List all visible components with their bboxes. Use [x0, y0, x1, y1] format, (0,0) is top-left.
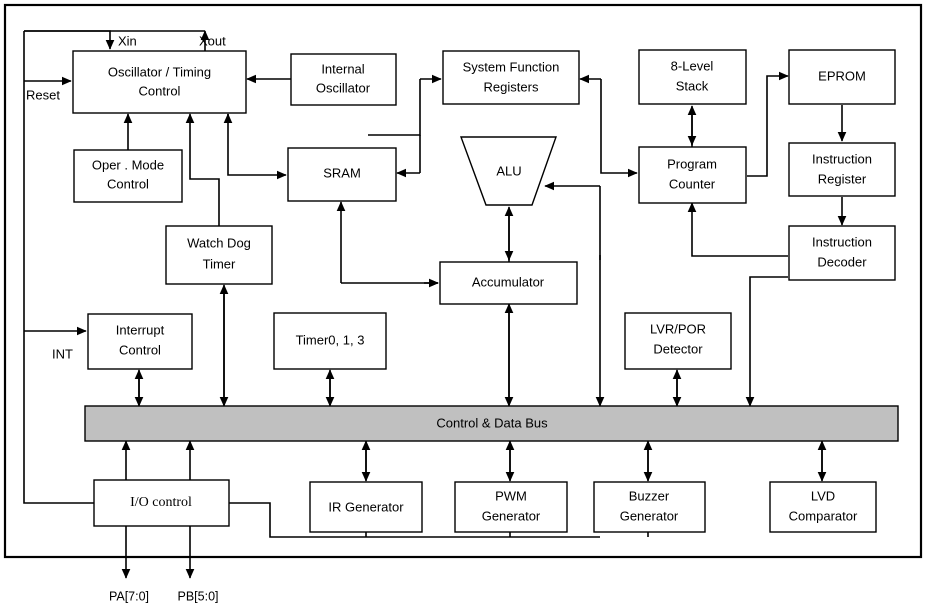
wire-decoder-to-pc	[687, 202, 788, 257]
block-8-level-stack-label-line2: Stack	[676, 78, 709, 93]
block-timer013[interactable]: Timer0, 1, 3	[273, 312, 387, 370]
block-internal-oscillator-label-line2: Oscillator	[316, 80, 371, 95]
block-8-level-stack[interactable]: 8-Level Stack	[638, 49, 747, 105]
block-lvd-comparator-rect[interactable]	[769, 481, 877, 533]
block-instruction-decoder-label-line2: Decoder	[817, 254, 867, 269]
block-interrupt-control[interactable]: Interrupt Control	[87, 313, 193, 370]
block-sram[interactable]: SRAM	[287, 147, 397, 202]
block-alu-shape[interactable]	[459, 136, 557, 206]
block-interrupt-control-rect[interactable]	[87, 313, 193, 370]
block-buzzer-generator-label-line1: Buzzer	[629, 488, 670, 503]
block-io-control-rect[interactable]	[93, 479, 230, 527]
signal-label-int: INT	[52, 346, 73, 361]
block-oper-mode-label-line1: Oper . Mode	[92, 157, 164, 172]
block-watchdog-label-line2: Timer	[203, 256, 236, 271]
block-pwm-generator-rect[interactable]	[454, 481, 568, 533]
wire-xin	[24, 30, 115, 50]
block-oper-mode[interactable]: Oper . Mode Control	[73, 149, 183, 203]
block-oper-mode-rect[interactable]	[73, 149, 183, 203]
block-buzzer-generator-label-line2: Generator	[620, 508, 679, 523]
block-lvr-por-detector-rect[interactable]	[624, 312, 732, 370]
block-ir-generator-label: IR Generator	[328, 499, 404, 514]
signal-label-pb: PB[5:0]	[178, 589, 219, 603]
wire-osc-to-sram	[227, 114, 287, 180]
signal-label-xout: Xout	[199, 33, 226, 48]
block-instruction-decoder-label-line1: Instruction	[812, 234, 872, 249]
wire-left-rail	[23, 31, 94, 504]
block-system-function-registers[interactable]: System Function Registers	[442, 50, 580, 105]
wire-pc-to-eprom	[747, 71, 789, 177]
block-lvd-comparator-label-line2: Comparator	[789, 508, 858, 523]
block-eprom-label: EPROM	[818, 68, 866, 83]
block-ir-generator-rect[interactable]	[309, 481, 423, 533]
block-instruction-register-rect[interactable]	[788, 142, 896, 197]
block-osc-timing[interactable]: Oscillator / Timing Control	[72, 50, 247, 114]
block-accumulator[interactable]: Accumulator	[439, 261, 578, 305]
block-io-control-label: I/O control	[130, 495, 192, 510]
block-8-level-stack-rect[interactable]	[638, 49, 747, 105]
block-program-counter[interactable]: Program Counter	[638, 146, 747, 204]
block-pwm-generator-label-line1: PWM	[495, 488, 527, 503]
block-program-counter-label-line1: Program	[667, 156, 717, 171]
wire-io-right-rail	[229, 502, 600, 538]
wire-sfr-to-pc	[600, 79, 638, 178]
block-timer013-label: Timer0, 1, 3	[296, 332, 365, 347]
block-lvd-comparator[interactable]: LVD Comparator	[769, 481, 877, 533]
block-alu-label: ALU	[496, 163, 521, 178]
block-system-function-registers-label-line2: Registers	[484, 79, 539, 94]
block-internal-oscillator-rect[interactable]	[290, 53, 397, 106]
block-watchdog-rect[interactable]	[165, 225, 273, 285]
block-lvr-por-detector-label-line2: Detector	[653, 341, 703, 356]
control-data-bus-rect[interactable]	[84, 405, 899, 442]
block-watchdog[interactable]: Watch Dog Timer	[165, 225, 273, 285]
block-io-control[interactable]: I/O control	[93, 479, 230, 527]
block-accumulator-label: Accumulator	[472, 274, 545, 289]
block-instruction-register-label-line2: Register	[818, 171, 867, 186]
block-eprom-rect[interactable]	[788, 49, 896, 105]
block-watchdog-label-line1: Watch Dog	[187, 235, 251, 250]
block-interrupt-control-label-line1: Interrupt	[116, 322, 165, 337]
control-data-bus[interactable]: Control & Data Bus	[84, 405, 899, 442]
wire-wdt-to-osc	[185, 113, 220, 226]
block-pwm-generator[interactable]: PWM Generator	[454, 481, 568, 533]
block-instruction-decoder[interactable]: Instruction Decoder	[788, 225, 896, 281]
block-program-counter-label-line2: Counter	[669, 176, 716, 191]
block-instruction-register[interactable]: Instruction Register	[788, 142, 896, 197]
block-lvd-comparator-label-line1: LVD	[811, 488, 835, 503]
block-eprom[interactable]: EPROM	[788, 49, 896, 105]
block-pwm-generator-label-line2: Generator	[482, 508, 541, 523]
control-data-bus-label: Control & Data Bus	[436, 415, 548, 430]
block-osc-timing-label-line2: Control	[139, 83, 181, 98]
block-osc-timing-label-line1: Oscillator / Timing	[108, 64, 211, 79]
block-program-counter-rect[interactable]	[638, 146, 747, 204]
block-buzzer-generator[interactable]: Buzzer Generator	[593, 481, 706, 533]
block-lvr-por-detector-label-line1: LVR/POR	[650, 321, 706, 336]
block-ir-generator[interactable]: IR Generator	[309, 481, 423, 533]
block-internal-oscillator-label-line1: Internal	[321, 61, 364, 76]
block-lvr-por-detector[interactable]: LVR/POR Detector	[624, 312, 732, 370]
wire-decoder-to-bus	[745, 276, 788, 407]
block-alu[interactable]: ALU	[459, 136, 557, 206]
wire-layer	[23, 30, 847, 579]
block-sram-label: SRAM	[323, 165, 361, 180]
block-8-level-stack-label-line1: 8-Level	[671, 58, 714, 73]
block-instruction-register-label-line1: Instruction	[812, 151, 872, 166]
block-system-function-registers-label-line1: System Function	[463, 59, 560, 74]
signal-label-pa: PA[7:0]	[109, 589, 149, 603]
block-accumulator-rect[interactable]	[439, 261, 578, 305]
block-internal-oscillator[interactable]: Internal Oscillator	[290, 53, 397, 106]
block-oper-mode-label-line2: Control	[107, 176, 149, 191]
block-osc-timing-rect[interactable]	[72, 50, 247, 114]
block-sram-rect[interactable]	[287, 147, 397, 202]
block-instruction-decoder-rect[interactable]	[788, 225, 896, 281]
signal-label-reset: Reset	[26, 87, 60, 102]
block-buzzer-generator-rect[interactable]	[593, 481, 706, 533]
chip-outline	[3, 3, 923, 559]
block-timer013-rect[interactable]	[273, 312, 387, 370]
block-interrupt-control-label-line2: Control	[119, 342, 161, 357]
block-system-function-registers-rect[interactable]	[442, 50, 580, 105]
signal-label-xin: Xin	[118, 33, 137, 48]
